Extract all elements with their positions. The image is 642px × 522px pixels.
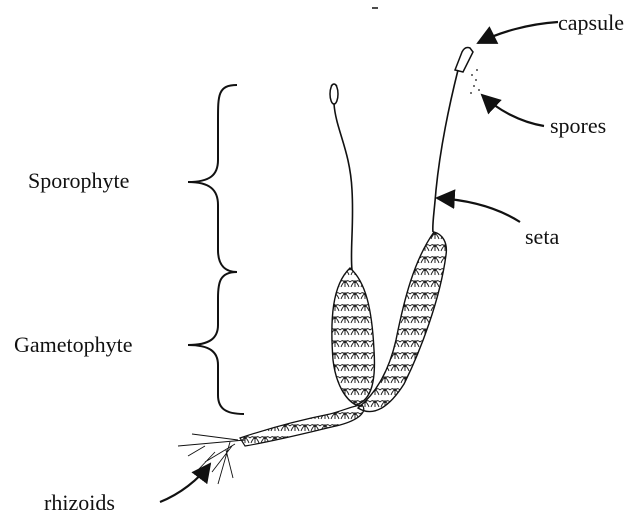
spores-dots	[470, 69, 480, 94]
right-sporophyte	[433, 48, 473, 233]
sporophyte-brace	[188, 85, 237, 272]
left-gametophyte	[332, 268, 375, 405]
gametophyte-brace	[188, 272, 244, 414]
rhizoids-arrow	[160, 464, 210, 502]
gametophyte-label: Gametophyte	[14, 334, 133, 356]
seta-arrow	[437, 198, 520, 222]
capsule-label: capsule	[558, 12, 624, 34]
spores-arrow	[482, 95, 544, 126]
rhizoid-strands	[178, 434, 245, 484]
seta-label: seta	[525, 226, 559, 248]
capsule-arrow	[478, 22, 558, 43]
sporophyte-label: Sporophyte	[28, 170, 129, 192]
base-stem	[240, 405, 364, 446]
spores-label: spores	[550, 115, 606, 137]
left-sporophyte	[330, 84, 353, 270]
rhizoids-label: rhizoids	[44, 492, 115, 514]
